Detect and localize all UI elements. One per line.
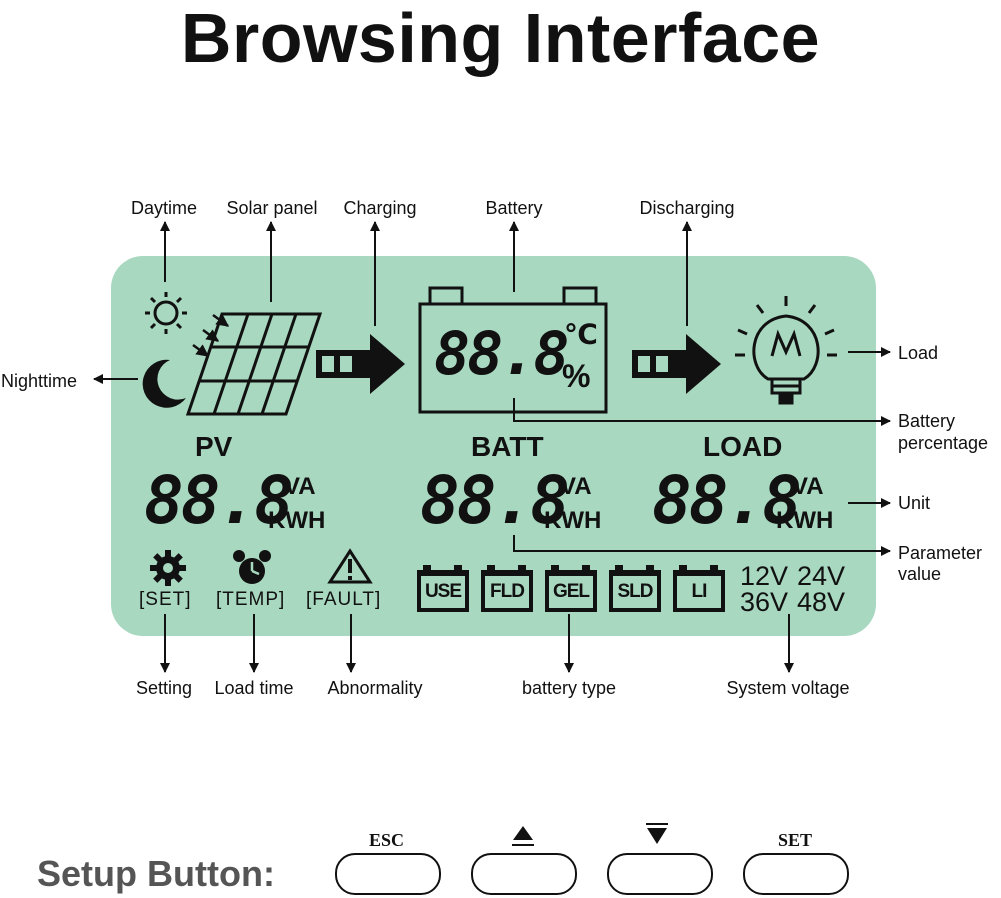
set-caption: SET xyxy=(778,830,813,850)
battery-label: Battery xyxy=(485,198,543,218)
gear-icon xyxy=(150,550,186,586)
sunray-arrows-icon xyxy=(192,313,230,358)
voltage-48v: 48V xyxy=(797,587,846,617)
unit-label: Unit xyxy=(898,493,931,513)
batt-value: 88.8 xyxy=(420,462,570,539)
load-unit-va: VA xyxy=(792,473,824,500)
battery-percentage-label-1: Battery xyxy=(898,411,956,431)
parameter-value-leader xyxy=(513,535,891,556)
solar-panel-icon xyxy=(185,312,323,416)
load-unit-kwh: KWH xyxy=(776,507,834,534)
alarm-clock-icon xyxy=(233,550,271,584)
battery-readout: 88.8 xyxy=(434,319,569,389)
parameter-value-label-1: Parameter xyxy=(898,543,983,563)
voltage-12v: 12V xyxy=(740,561,789,591)
esc-button[interactable] xyxy=(335,853,441,895)
celsius-symbol: ℃ xyxy=(564,319,598,350)
esc-caption: ESC xyxy=(369,830,405,850)
system-voltage-label: System voltage xyxy=(726,678,850,698)
battery-type-fld: FLD xyxy=(481,570,533,612)
temp-indicator: [TEMP] xyxy=(216,589,286,610)
nighttime-label: Nighttime xyxy=(1,371,78,391)
battery-type-label: battery type xyxy=(521,678,617,698)
battery-icon xyxy=(418,286,608,414)
pv-header: PV xyxy=(195,431,233,462)
solar-panel-label: Solar panel xyxy=(226,198,318,218)
fault-indicator: [FAULT] xyxy=(306,589,382,610)
pv-unit-va: VA xyxy=(284,473,316,500)
down-triangle-icon xyxy=(646,823,668,844)
voltage-36v: 36V xyxy=(740,587,789,617)
page-title: Browsing Interface xyxy=(180,0,821,77)
battery-percentage-label-2: percentage xyxy=(898,433,989,453)
daytime-label: Daytime xyxy=(130,198,198,218)
load-label: Load xyxy=(898,343,939,363)
parameter-value-label-2: value xyxy=(898,564,942,584)
abnormality-label: Abnormality xyxy=(327,678,423,698)
batt-unit-va: VA xyxy=(560,473,592,500)
load-header: LOAD xyxy=(703,431,783,462)
load-value: 88.8 xyxy=(652,462,802,539)
batt-unit-kwh: KWH xyxy=(544,507,602,534)
battery-percentage-leader xyxy=(513,398,891,426)
sun-icon xyxy=(145,292,187,334)
discharging-arrow-icon xyxy=(632,334,721,394)
battery-type-sld: SLD xyxy=(609,570,661,612)
setup-button-label: Setup Button: xyxy=(37,853,275,894)
light-bulb-icon xyxy=(735,296,837,405)
moon-icon xyxy=(142,359,186,408)
pv-value: 88.8 xyxy=(144,462,294,539)
setting-label: Setting xyxy=(135,678,193,698)
charging-label: Charging xyxy=(343,198,417,218)
discharging-label: Discharging xyxy=(639,198,735,218)
warning-icon xyxy=(327,548,373,584)
set-indicator: [SET] xyxy=(139,589,192,610)
battery-type-gel: GEL xyxy=(545,570,597,612)
up-triangle-icon xyxy=(512,826,534,846)
battery-type-li: LI xyxy=(673,570,725,612)
percent-symbol: % xyxy=(562,358,591,394)
down-button[interactable] xyxy=(607,853,713,895)
load-time-label: Load time xyxy=(214,678,294,698)
voltage-24v: 24V xyxy=(797,561,846,591)
set-button[interactable] xyxy=(743,853,849,895)
pv-unit-kwh: KWH xyxy=(268,507,326,534)
charging-arrow-icon xyxy=(316,334,405,394)
up-button[interactable] xyxy=(471,853,577,895)
batt-header: BATT xyxy=(471,431,544,462)
battery-type-use: USE xyxy=(417,570,469,612)
